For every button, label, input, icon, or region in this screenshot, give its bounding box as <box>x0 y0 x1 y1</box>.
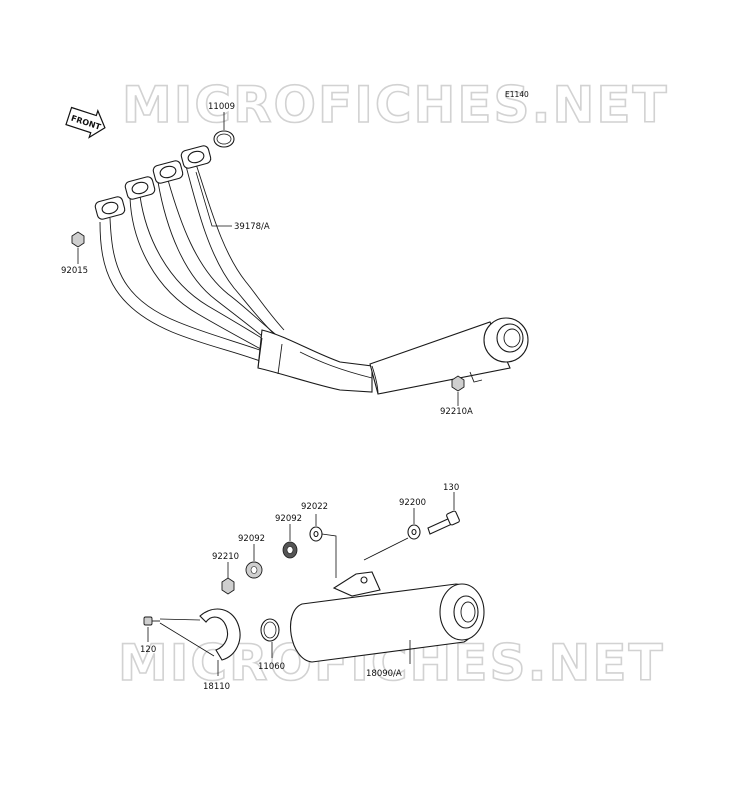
label-92200: 92200 <box>399 498 426 508</box>
exhaust-header-pipe <box>94 145 529 395</box>
rubber-damper-92092-lower <box>245 561 263 579</box>
watermark-top: MICROFICHES.NET <box>122 76 669 134</box>
label-11060: 11060 <box>258 662 285 672</box>
nut-92210a <box>451 375 465 392</box>
label-11009: 11009 <box>208 102 235 112</box>
bolt-120 <box>143 616 160 626</box>
nut-92015 <box>71 231 85 248</box>
label-92210: 92210 <box>212 552 239 562</box>
label-130: 130 <box>443 483 459 493</box>
label-92015: 92015 <box>61 266 88 276</box>
rubber-damper-92092-upper <box>282 541 298 559</box>
label-18110: 18110 <box>203 682 230 692</box>
muffler <box>289 571 485 663</box>
label-92092-upper: 92092 <box>275 514 302 524</box>
diagram-code: E1140 <box>505 90 529 99</box>
bolt-130 <box>427 510 460 535</box>
heat-cover-18110 <box>199 608 241 661</box>
label-39178a: 39178/A <box>234 222 270 232</box>
label-92022: 92022 <box>301 502 328 512</box>
label-92210a: 92210A <box>440 407 473 417</box>
front-arrow-icon: FRONT <box>65 106 106 139</box>
label-18090a: 18090/A <box>366 669 402 679</box>
nut-92210 <box>221 577 235 595</box>
label-120: 120 <box>140 645 156 655</box>
label-92092-lower: 92092 <box>238 534 265 544</box>
